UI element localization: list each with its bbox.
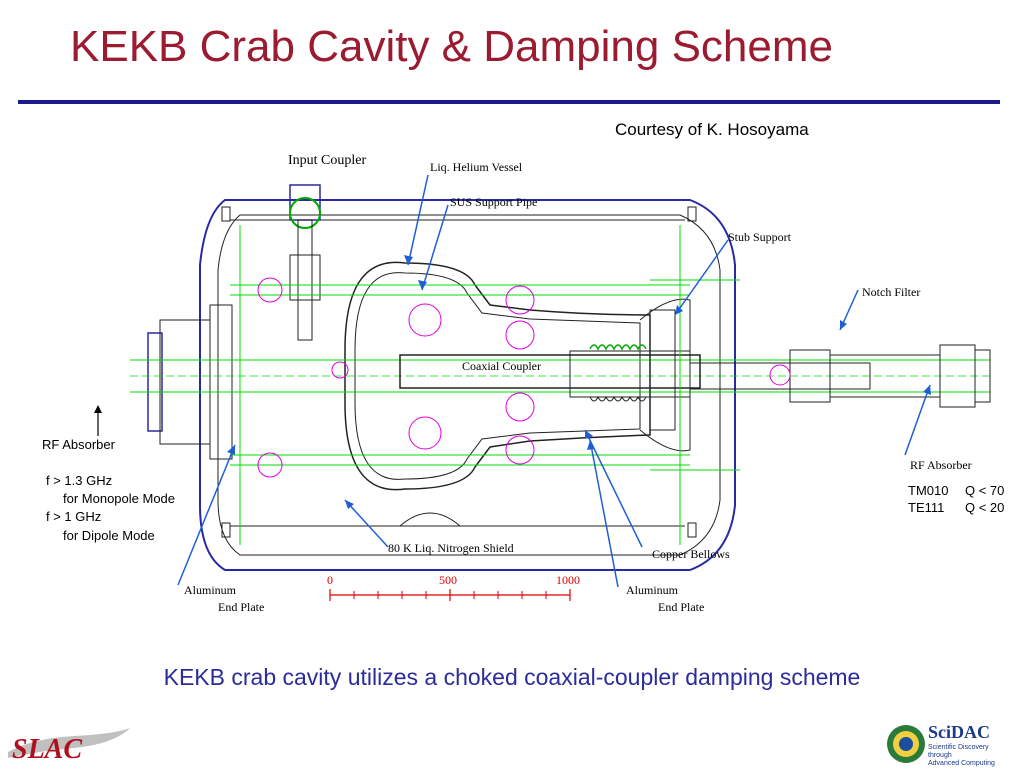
slac-logo-text: SLAC xyxy=(12,734,82,765)
label-end-plate-right: End Plate xyxy=(658,600,705,614)
label-liq-helium-vessel: Liq. Helium Vessel xyxy=(430,160,523,174)
label-copper-bellows: Copper Bellows xyxy=(652,547,730,561)
slide-title: KEKB Crab Cavity & Damping Scheme xyxy=(70,22,833,71)
right-note-te111: TE111 xyxy=(908,500,945,515)
label-end-plate-left: End Plate xyxy=(218,600,265,614)
courtesy-note: Courtesy of K. Hosoyama xyxy=(615,120,809,139)
scidac-logo-sub1: Scientific Discovery xyxy=(928,744,989,751)
slac-logo: SLAC xyxy=(4,718,134,766)
scidac-logo-sub2: through xyxy=(928,752,952,759)
left-note-line1: f > 1.3 GHz xyxy=(46,473,113,488)
right-note-tm010: TM010 xyxy=(908,483,949,498)
label-sus-support-pipe: SUS Support Pipe xyxy=(450,195,538,209)
right-note-tm010-q: Q < 70 xyxy=(965,483,1005,498)
label-rf-absorber-right: RF Absorber xyxy=(910,458,972,472)
scale-tick-1000: 1000 xyxy=(556,573,580,587)
title-rule xyxy=(18,100,1000,104)
scale-tick-500: 500 xyxy=(439,573,457,587)
right-note-te111-q: Q < 20 xyxy=(965,500,1005,515)
label-aluminum-right: Aluminum xyxy=(626,583,679,597)
left-rf-absorber-label: RF Absorber xyxy=(42,437,115,452)
label-notch-filter: Notch Filter xyxy=(862,285,921,299)
label-stub-support: Stub Support xyxy=(728,230,792,244)
scale-tick-0: 0 xyxy=(327,573,333,587)
label-input-coupler: Input Coupler xyxy=(288,153,367,168)
left-note-line2: for Monopole Mode xyxy=(63,491,176,506)
cavity-drawing-svg xyxy=(130,174,991,601)
scidac-logo-name: SciDAC xyxy=(928,722,990,742)
scidac-logo-svg: SciDAC Scientific Discovery through Adva… xyxy=(887,722,995,767)
slac-logo-svg: SLAC xyxy=(8,728,130,765)
left-note-line3: f > 1 GHz xyxy=(46,509,102,524)
scidac-logo: SciDAC Scientific Discovery through Adva… xyxy=(884,716,1022,768)
slide-caption: KEKB crab cavity utilizes a choked coaxi… xyxy=(163,664,861,690)
scidac-logo-sub3: Advanced Computing xyxy=(928,760,995,767)
label-coaxial-coupler: Coaxial Coupler xyxy=(462,359,541,373)
cavity-drawing: 0 500 1000 Input Coupler Liq. Helium Ves… xyxy=(130,145,995,620)
label-nitrogen-shield: 80 K Liq. Nitrogen Shield xyxy=(388,541,514,555)
rf-absorber-arrow xyxy=(94,405,102,436)
left-note-line4: for Dipole Mode xyxy=(63,528,155,543)
label-aluminum-left: Aluminum xyxy=(184,583,237,597)
